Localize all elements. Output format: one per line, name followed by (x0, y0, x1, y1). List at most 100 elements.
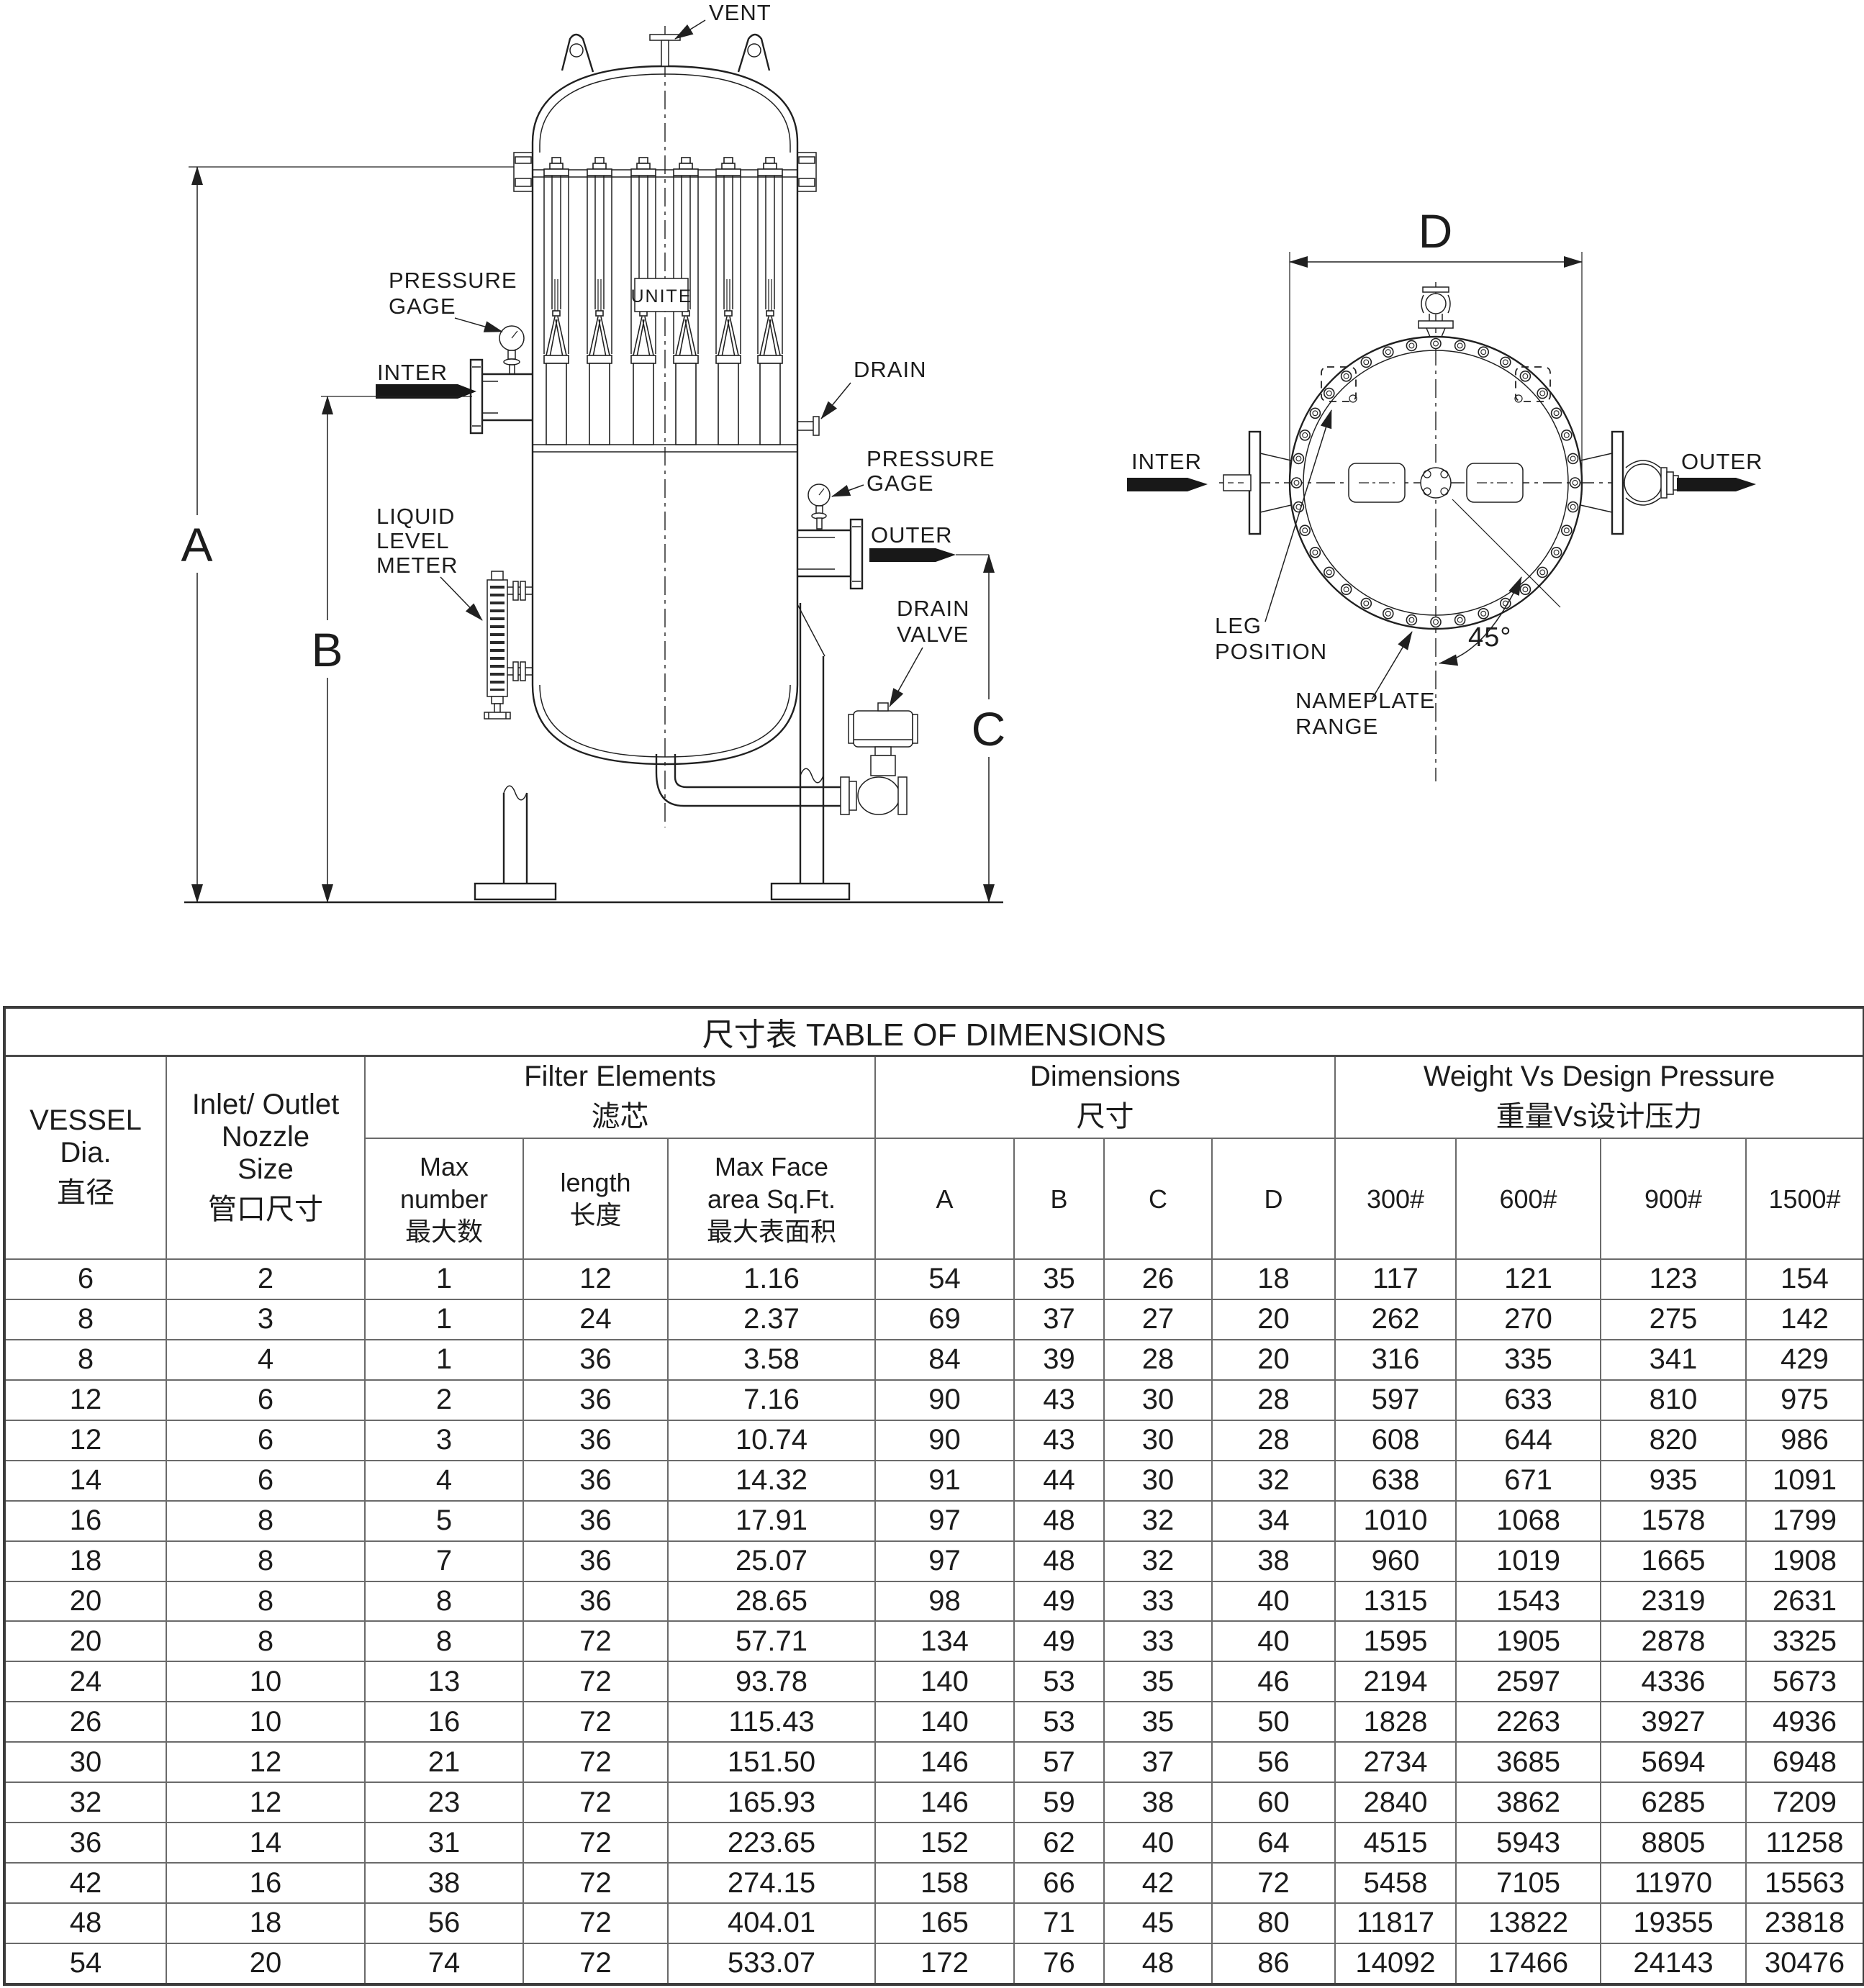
table-cell: 18 (166, 1902, 366, 1944)
table-cell: 16 (364, 1701, 524, 1743)
bolt-hole-inner (1312, 549, 1318, 555)
table-cell: 671 (1455, 1459, 1601, 1502)
nameplate: UNITE (631, 278, 691, 312)
leg-position-square-left (1321, 366, 1357, 402)
element-tube (673, 176, 699, 354)
bolt-hole (1478, 607, 1489, 619)
inlet-nozzle (469, 358, 533, 435)
liquid-level-meter-label-line3: METER (376, 553, 458, 578)
table-cell: 8 (364, 1620, 524, 1663)
table-cell: 34 (1211, 1499, 1336, 1542)
table-cell: 30 (4, 1741, 167, 1784)
table-cell: 90 (874, 1379, 1015, 1421)
top-view-vent (1418, 286, 1454, 337)
table-cell: 2878 (1600, 1620, 1747, 1663)
table-cell: 48 (1103, 1942, 1213, 1986)
table-cell: 17.91 (667, 1499, 876, 1542)
bolt-hole (1383, 607, 1394, 619)
table-cell: 6 (166, 1419, 366, 1461)
element-tail (589, 363, 610, 445)
table-cell: 123 (1600, 1258, 1747, 1300)
header-nozzle-size: Inlet/ Outlet Nozzle Size 管口尺寸 (166, 1055, 366, 1260)
element-tube (715, 176, 741, 354)
table-cell: 93.78 (667, 1661, 876, 1703)
bolt-hole-inner (1563, 527, 1570, 534)
table-cell: 35 (1103, 1701, 1213, 1743)
element-cone-cap (766, 310, 774, 317)
table-cell: 3325 (1745, 1620, 1864, 1663)
table-cell: 158 (874, 1862, 1015, 1904)
element-nut (551, 157, 561, 164)
table-cell: 11817 (1334, 1902, 1457, 1944)
outer-flow-arrow (869, 548, 956, 562)
table-cell: 1905 (1455, 1620, 1601, 1663)
pressure-gage-2-leader (831, 484, 864, 497)
table-cell: 24143 (1600, 1942, 1747, 1986)
dimension-b: B (306, 396, 472, 903)
element-nut (723, 157, 733, 164)
filter-element (715, 157, 741, 445)
table-cell: 3862 (1455, 1782, 1601, 1824)
table-cell: 11970 (1600, 1862, 1747, 1904)
header-dim-b: B (1013, 1138, 1105, 1260)
table-cell: 56 (364, 1902, 524, 1944)
table-cell: 20 (1211, 1298, 1336, 1340)
table-cell: 72 (522, 1862, 669, 1904)
pressure-gage-1-label-line1: PRESSURE (389, 268, 517, 293)
vent-nozzle (649, 34, 681, 67)
table-cell: 633 (1455, 1379, 1601, 1421)
inter-flow-arrow (376, 384, 476, 399)
table-cell: 62 (1013, 1822, 1105, 1864)
table-cell: 72 (522, 1701, 669, 1743)
table-cell: 42 (1103, 1862, 1213, 1904)
table-cell: 36 (522, 1459, 669, 1502)
table-cell: 1828 (1334, 1701, 1457, 1743)
technical-drawing: VENT UNITE (181, 0, 1763, 904)
table-cell: 59 (1013, 1782, 1105, 1824)
element-tube (587, 176, 612, 354)
element-tube (543, 176, 569, 354)
table-cell: 10 (166, 1661, 366, 1703)
table-cell: 38 (1211, 1540, 1336, 1582)
element-tail (718, 363, 739, 445)
table-cell: 429 (1745, 1338, 1864, 1381)
table-cell: 28 (1211, 1419, 1336, 1461)
table-cell: 43 (1013, 1419, 1105, 1461)
table-cell: 14.32 (667, 1459, 876, 1502)
table-cell: 21 (364, 1741, 524, 1784)
table-cell: 12 (4, 1379, 167, 1421)
table-cell: 28 (1103, 1338, 1213, 1381)
table-cell: 48 (1013, 1499, 1105, 1542)
element-plate (757, 168, 783, 176)
table-cell: 115.43 (667, 1701, 876, 1743)
drain-leader (820, 382, 851, 419)
table-cell: 5943 (1455, 1822, 1601, 1864)
bolt-hole (1406, 340, 1418, 352)
table-cell: 46 (1211, 1661, 1336, 1703)
top-inter-label: INTER (1131, 449, 1202, 474)
header-max-face-area: Max Face area Sq.Ft. 最大表面积 (667, 1138, 876, 1260)
bolt-hole (1537, 566, 1548, 578)
table-cell: 32 (1103, 1499, 1213, 1542)
table-cell: 35 (1103, 1661, 1213, 1703)
table-cell: 1799 (1745, 1499, 1864, 1542)
table-cell: 37 (1013, 1298, 1105, 1340)
table-cell: 28.65 (667, 1580, 876, 1622)
table-cell: 44 (1013, 1459, 1105, 1502)
table-cell: 1543 (1455, 1580, 1601, 1622)
table-cell: 117 (1334, 1258, 1457, 1300)
table-cell: 25.07 (667, 1540, 876, 1582)
table-cell: 1091 (1745, 1459, 1864, 1502)
table-cell: 8 (166, 1540, 366, 1582)
table-cell: 30 (1103, 1459, 1213, 1502)
drain-nozzle (797, 416, 820, 436)
table-cell: 165 (874, 1902, 1015, 1944)
table-cell: 57 (1013, 1741, 1105, 1784)
bolt-hole (1519, 370, 1532, 382)
table-cell: 66 (1013, 1862, 1105, 1904)
element-nut (681, 157, 691, 164)
element-nut (594, 157, 605, 164)
angle-45-label: 45° (1468, 622, 1511, 653)
table-cell: 30476 (1745, 1942, 1864, 1986)
